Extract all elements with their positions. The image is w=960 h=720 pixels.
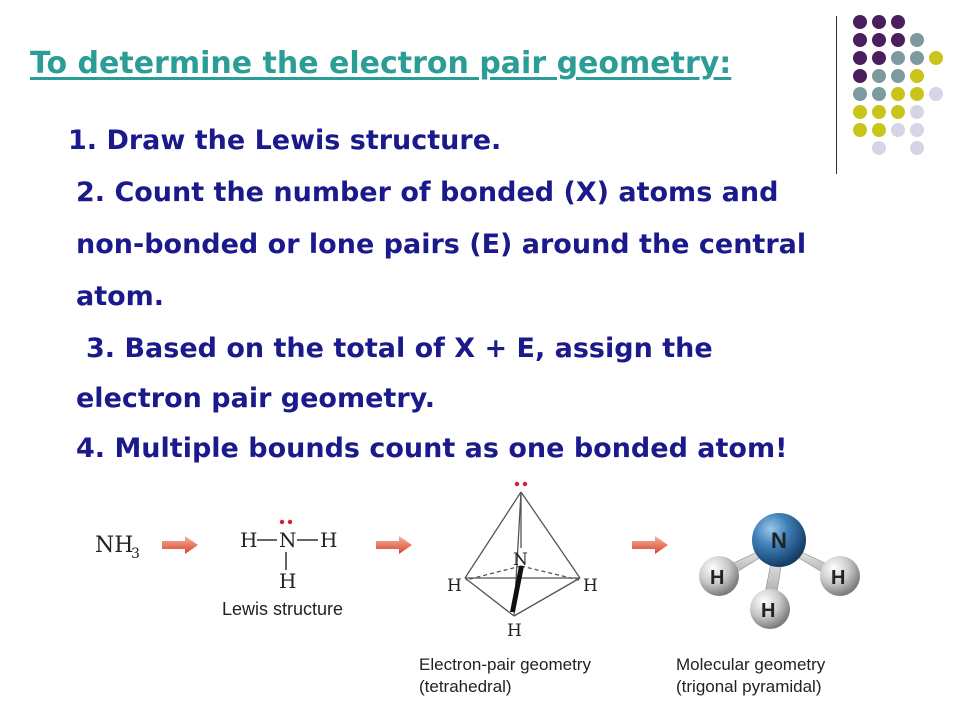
nitrogen-atom xyxy=(752,513,806,567)
mol-h-right: H xyxy=(831,567,845,589)
dot xyxy=(872,69,886,83)
lone-pair-dot xyxy=(522,481,528,487)
formula-text: NH xyxy=(95,533,133,558)
mol-h-bottom: H xyxy=(761,600,775,622)
dot xyxy=(891,33,905,47)
dot xyxy=(872,123,886,137)
decorative-divider xyxy=(836,16,837,174)
dot xyxy=(853,51,867,65)
tetra-n: N xyxy=(513,550,528,570)
dot xyxy=(929,87,943,101)
formula-nh3: NH 3 xyxy=(95,533,140,562)
dot xyxy=(853,33,867,47)
lone-pair-dot xyxy=(279,519,285,525)
tetra-caption-line-1: Electron-pair geometry xyxy=(419,655,591,674)
arrow-right-icon xyxy=(162,536,198,554)
lewis-structure: H N H H Lewis structure xyxy=(222,519,343,619)
tetrahedral-geometry: N H H H Electron-pair geometry (tetrahed… xyxy=(419,481,598,696)
decorative-dot-grid xyxy=(853,15,943,155)
dot xyxy=(910,33,924,47)
lewis-h-right: H xyxy=(320,528,337,552)
hydrogen-atom xyxy=(750,589,790,629)
dot xyxy=(891,87,905,101)
dot xyxy=(929,51,943,65)
dot xyxy=(891,123,905,137)
dot xyxy=(853,123,867,137)
lewis-n: N xyxy=(279,528,297,552)
dot xyxy=(910,141,924,155)
dot xyxy=(853,87,867,101)
molecular-geometry: N H H H Molecular geometry (trigonal pyr… xyxy=(676,513,860,696)
dot xyxy=(891,15,905,29)
lewis-h-left: H xyxy=(240,528,257,552)
dot xyxy=(853,105,867,119)
dot xyxy=(872,105,886,119)
tetra-h-bottom: H xyxy=(507,621,522,641)
dot xyxy=(872,33,886,47)
dot xyxy=(872,87,886,101)
step-line: 1. Draw the Lewis structure. xyxy=(68,125,502,156)
dot xyxy=(891,51,905,65)
dot xyxy=(872,15,886,29)
mol-caption-line-2: (trigonal pyramidal) xyxy=(676,677,822,696)
step-line: 2. Count the number of bonded (X) atoms … xyxy=(76,177,779,208)
lone-pair-dot xyxy=(287,519,293,525)
slide-title: To determine the electron pair geometry: xyxy=(30,46,732,81)
step-line: non-bonded or lone pairs (E) around the … xyxy=(76,229,807,260)
arrow-right-icon xyxy=(632,536,668,554)
tetra-h-left: H xyxy=(447,576,462,596)
tetra-caption-line-2: (tetrahedral) xyxy=(419,677,512,696)
dot xyxy=(910,105,924,119)
dot xyxy=(910,51,924,65)
tetra-h-right: H xyxy=(583,576,598,596)
lewis-h-bottom: H xyxy=(279,569,296,593)
step-line: atom. xyxy=(76,281,165,312)
dot xyxy=(853,15,867,29)
lone-pair-dot xyxy=(514,481,520,487)
lewis-caption: Lewis structure xyxy=(222,599,343,619)
step-line: 3. Based on the total of X + E, assign t… xyxy=(86,333,713,364)
step-line: electron pair geometry. xyxy=(76,383,436,414)
dot xyxy=(891,105,905,119)
arrow-right-icon xyxy=(376,536,412,554)
hydrogen-atom xyxy=(820,556,860,596)
nh3-geometry-diagram: NH 3 H N H H Lewis structure N H xyxy=(95,481,860,696)
dot xyxy=(891,69,905,83)
dot xyxy=(872,141,886,155)
hydrogen-atom xyxy=(699,556,739,596)
dot xyxy=(872,51,886,65)
mol-caption-line-1: Molecular geometry xyxy=(676,655,826,674)
mol-h-left: H xyxy=(710,567,724,589)
mol-n: N xyxy=(771,528,787,553)
step-line: 4. Multiple bounds count as one bonded a… xyxy=(76,433,788,464)
formula-subscript: 3 xyxy=(131,546,140,562)
dot xyxy=(910,69,924,83)
dot xyxy=(910,87,924,101)
dot xyxy=(853,69,867,83)
dot xyxy=(910,123,924,137)
